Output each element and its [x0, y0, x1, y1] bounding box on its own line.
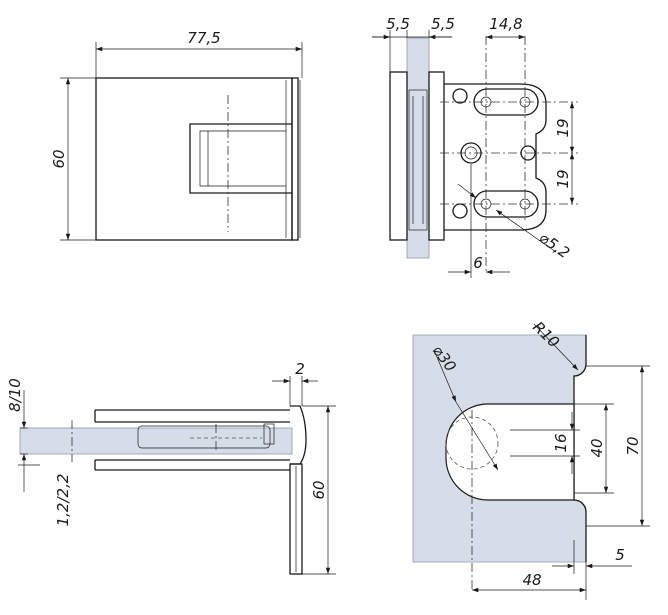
front-width-dimension: 77,5 — [95, 29, 303, 78]
front-height-dimension: 60 — [50, 77, 96, 241]
side-dim-c-label: 14,8 — [489, 15, 522, 33]
section-leaf-dimension: 2 — [272, 360, 318, 406]
front-height-label: 60 — [50, 149, 68, 168]
section-view — [19, 405, 307, 575]
side-hole-dimension: ⌀5,2 — [457, 183, 573, 263]
section-glass-label: 8/10 — [6, 378, 24, 412]
front-width-label: 77,5 — [187, 29, 220, 47]
cutout-right-dimensions: 16 40 70 — [510, 365, 650, 527]
side-right-dimensions: 19 19 — [554, 102, 575, 204]
cutout-w40-label: 40 — [588, 438, 606, 457]
section-gap-label: 1,2/2,2 — [54, 474, 72, 527]
cutout-w16-label: 16 — [552, 433, 570, 452]
section-height-dimension: 60 — [302, 405, 336, 575]
side-view — [389, 36, 578, 272]
side-dim-19a-label: 19 — [554, 118, 572, 137]
side-dim-b-label: 5,5 — [431, 15, 455, 33]
section-leaf-label: 2 — [295, 360, 305, 378]
cutout-w5-label: 5 — [615, 546, 625, 564]
section-height-label: 60 — [310, 480, 328, 499]
side-offset-label: 6 — [473, 254, 483, 272]
cutout-view — [412, 334, 587, 590]
cutout-w48-label: 48 — [522, 571, 541, 589]
cutout-w70-label: 70 — [624, 436, 642, 455]
side-top-dimensions: 5,5 5,5 14,8 — [372, 15, 525, 72]
front-view — [95, 77, 301, 241]
side-dim-a-label: 5,5 — [386, 15, 410, 33]
side-offset-dimension: 6 — [448, 164, 510, 278]
side-dim-19b-label: 19 — [554, 169, 572, 188]
section-left-dimensions: 8/10 1,2/2,2 — [6, 378, 72, 526]
cutout-bottom-dimensions: 5 48 — [472, 540, 632, 600]
side-hole-label: ⌀5,2 — [536, 229, 573, 263]
